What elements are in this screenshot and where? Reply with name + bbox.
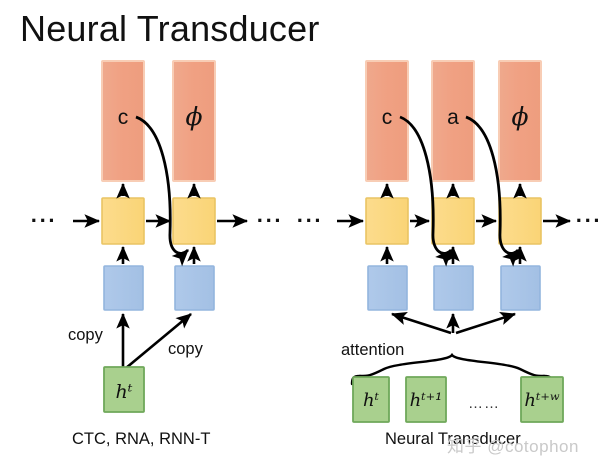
left-state-label-0: hᵗ xyxy=(116,381,133,403)
page-title: Neural Transducer xyxy=(20,8,320,49)
right-ellipsis-end: ··· xyxy=(576,208,600,233)
left-rnn-box-0[interactable] xyxy=(101,197,145,245)
left-state-box-0[interactable] xyxy=(103,366,145,413)
encoder-states-brace xyxy=(358,352,546,378)
watermark: 知乎 @cotophon xyxy=(447,437,579,456)
right-attention-arrow-0 xyxy=(391,312,452,335)
right-state-ellipsis: …… xyxy=(468,395,500,412)
right-output-label-2: ϕ xyxy=(511,102,528,131)
left-feedback-curve-0 xyxy=(135,115,189,267)
right-state-box-1[interactable] xyxy=(405,376,447,423)
right-model-caption: Neural Transducer xyxy=(385,430,521,448)
left-ellipsis-end: ··· xyxy=(257,208,283,233)
right-state-box-0[interactable] xyxy=(352,376,390,423)
attention-label: attention xyxy=(341,341,404,359)
left-model-caption: CTC, RNA, RNN-T xyxy=(72,430,211,448)
left-ellipsis-start: ··· xyxy=(31,208,57,233)
right-model-group: c a ϕ xyxy=(297,60,600,423)
right-output-box-2[interactable] xyxy=(498,60,542,182)
right-state-box-2[interactable] xyxy=(520,376,564,423)
right-rnn-box-1[interactable] xyxy=(431,197,475,245)
right-encoder-box-0[interactable] xyxy=(367,265,408,311)
right-rnn-box-0[interactable] xyxy=(365,197,409,245)
right-encoder-box-2[interactable] xyxy=(500,265,541,311)
right-output-label-0: c xyxy=(382,106,393,129)
left-copy-arrow-1 xyxy=(125,313,192,369)
right-output-label-1: a xyxy=(447,106,459,129)
left-output-box-1[interactable] xyxy=(172,60,216,182)
right-rnn-box-2[interactable] xyxy=(498,197,542,245)
right-attention-arrow-2 xyxy=(455,312,516,335)
left-copy-label-0: copy xyxy=(68,326,104,344)
right-state-label-1: hᵗ⁺¹ xyxy=(410,390,443,411)
right-feedback-curve-0 xyxy=(399,115,453,267)
left-encoder-box-0[interactable] xyxy=(103,265,144,311)
right-ellipsis-start: ··· xyxy=(297,208,323,233)
right-encoder-box-1[interactable] xyxy=(433,265,474,311)
left-output-label-1: ϕ xyxy=(185,102,202,131)
right-feedback-curve-1 xyxy=(465,115,520,267)
left-rnn-box-1[interactable] xyxy=(172,197,216,245)
right-state-label-2: hᵗ⁺ʷ xyxy=(524,390,560,411)
right-state-label-0: hᵗ xyxy=(363,390,380,411)
left-copy-label-1: copy xyxy=(168,340,204,358)
left-encoder-box-1[interactable] xyxy=(174,265,215,311)
left-output-label-0: c xyxy=(118,106,129,129)
left-model-group: c ϕ copy copy xyxy=(31,60,283,413)
